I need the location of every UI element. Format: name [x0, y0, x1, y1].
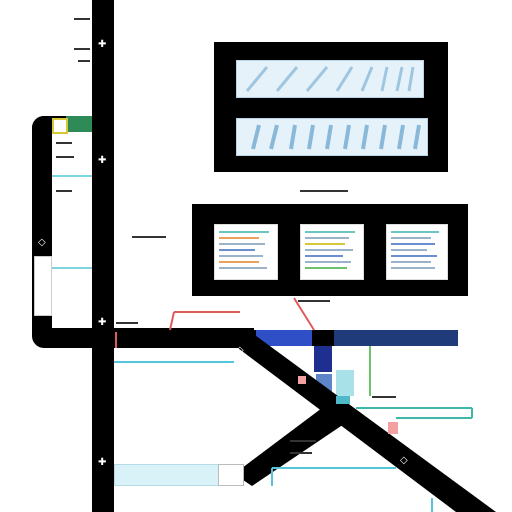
left-loop-white-gap — [34, 256, 52, 316]
tick-loop-3 — [56, 190, 72, 192]
card-middle-bar-4 — [305, 249, 353, 251]
blue-block — [256, 330, 312, 346]
red-line-right — [293, 297, 315, 331]
card-right-bar-1 — [391, 231, 439, 233]
card-right-bar-2 — [391, 237, 431, 239]
teal-marker — [336, 396, 350, 404]
band-texture-top — [245, 66, 415, 92]
yellow-accent — [52, 118, 68, 134]
cyan-block — [114, 464, 220, 486]
card-middle-bar-5 — [305, 255, 343, 257]
card-middle-bar-3 — [305, 243, 345, 245]
blue-stack-1 — [314, 346, 332, 372]
diamond-icon: ◇ — [400, 455, 408, 466]
tick-right-2 — [290, 440, 316, 442]
card-left-bar-3 — [219, 243, 265, 245]
tick-top-1 — [74, 18, 90, 20]
tick-mid-2 — [116, 322, 138, 324]
card-left-bar-7 — [219, 267, 267, 269]
diamond-icon: ◇ — [38, 237, 46, 248]
tick-mid-3 — [300, 190, 348, 192]
card-left-bar-6 — [219, 261, 259, 263]
card-left-bar-5 — [219, 255, 263, 257]
panel-band-top — [236, 60, 424, 98]
tick-right-1 — [372, 396, 396, 398]
band-texture-bottom — [251, 124, 421, 150]
vertical-road-main — [92, 0, 114, 512]
horizontal-road — [32, 328, 254, 348]
red-line — [169, 311, 175, 331]
card-middle-bar-7 — [305, 267, 347, 269]
cross-icon: ✚ — [98, 155, 107, 166]
cross-icon: ✚ — [98, 317, 107, 328]
cross-icon: ✚ — [98, 457, 107, 468]
card-left-bar-2 — [219, 237, 259, 239]
card-right-bar-4 — [391, 249, 427, 251]
card-middle — [300, 224, 364, 280]
red-marker — [298, 376, 306, 384]
green-accent — [66, 116, 92, 132]
tick-panel — [298, 300, 330, 302]
diagonal-road-cross — [234, 402, 350, 486]
card-right-bar-3 — [391, 243, 435, 245]
tick-mid-1 — [132, 236, 166, 238]
card-middle-bar-2 — [305, 237, 349, 239]
card-right-bar-6 — [391, 261, 431, 263]
white-block — [218, 464, 244, 486]
cyan-box — [336, 370, 354, 396]
diagonal-road-main — [214, 330, 496, 512]
card-right-bar-5 — [391, 255, 437, 257]
card-left — [214, 224, 278, 280]
diamond-icon: ◇ — [236, 345, 244, 356]
navy-block — [334, 330, 458, 346]
tick-right-3 — [290, 452, 312, 454]
card-middle-bar-1 — [305, 231, 355, 233]
tick-loop-1 — [56, 142, 72, 144]
tick-top-2 — [74, 48, 90, 50]
tick-top-3 — [78, 60, 90, 62]
tick-loop-2 — [56, 156, 74, 158]
card-left-bar-1 — [219, 231, 269, 233]
cross-icon: ✚ — [98, 39, 107, 50]
panel-band-bottom — [236, 118, 428, 156]
card-right — [386, 224, 448, 280]
card-middle-bar-6 — [305, 261, 351, 263]
pink-marker — [388, 422, 398, 434]
card-left-bar-4 — [219, 249, 255, 251]
card-right-bar-7 — [391, 267, 435, 269]
